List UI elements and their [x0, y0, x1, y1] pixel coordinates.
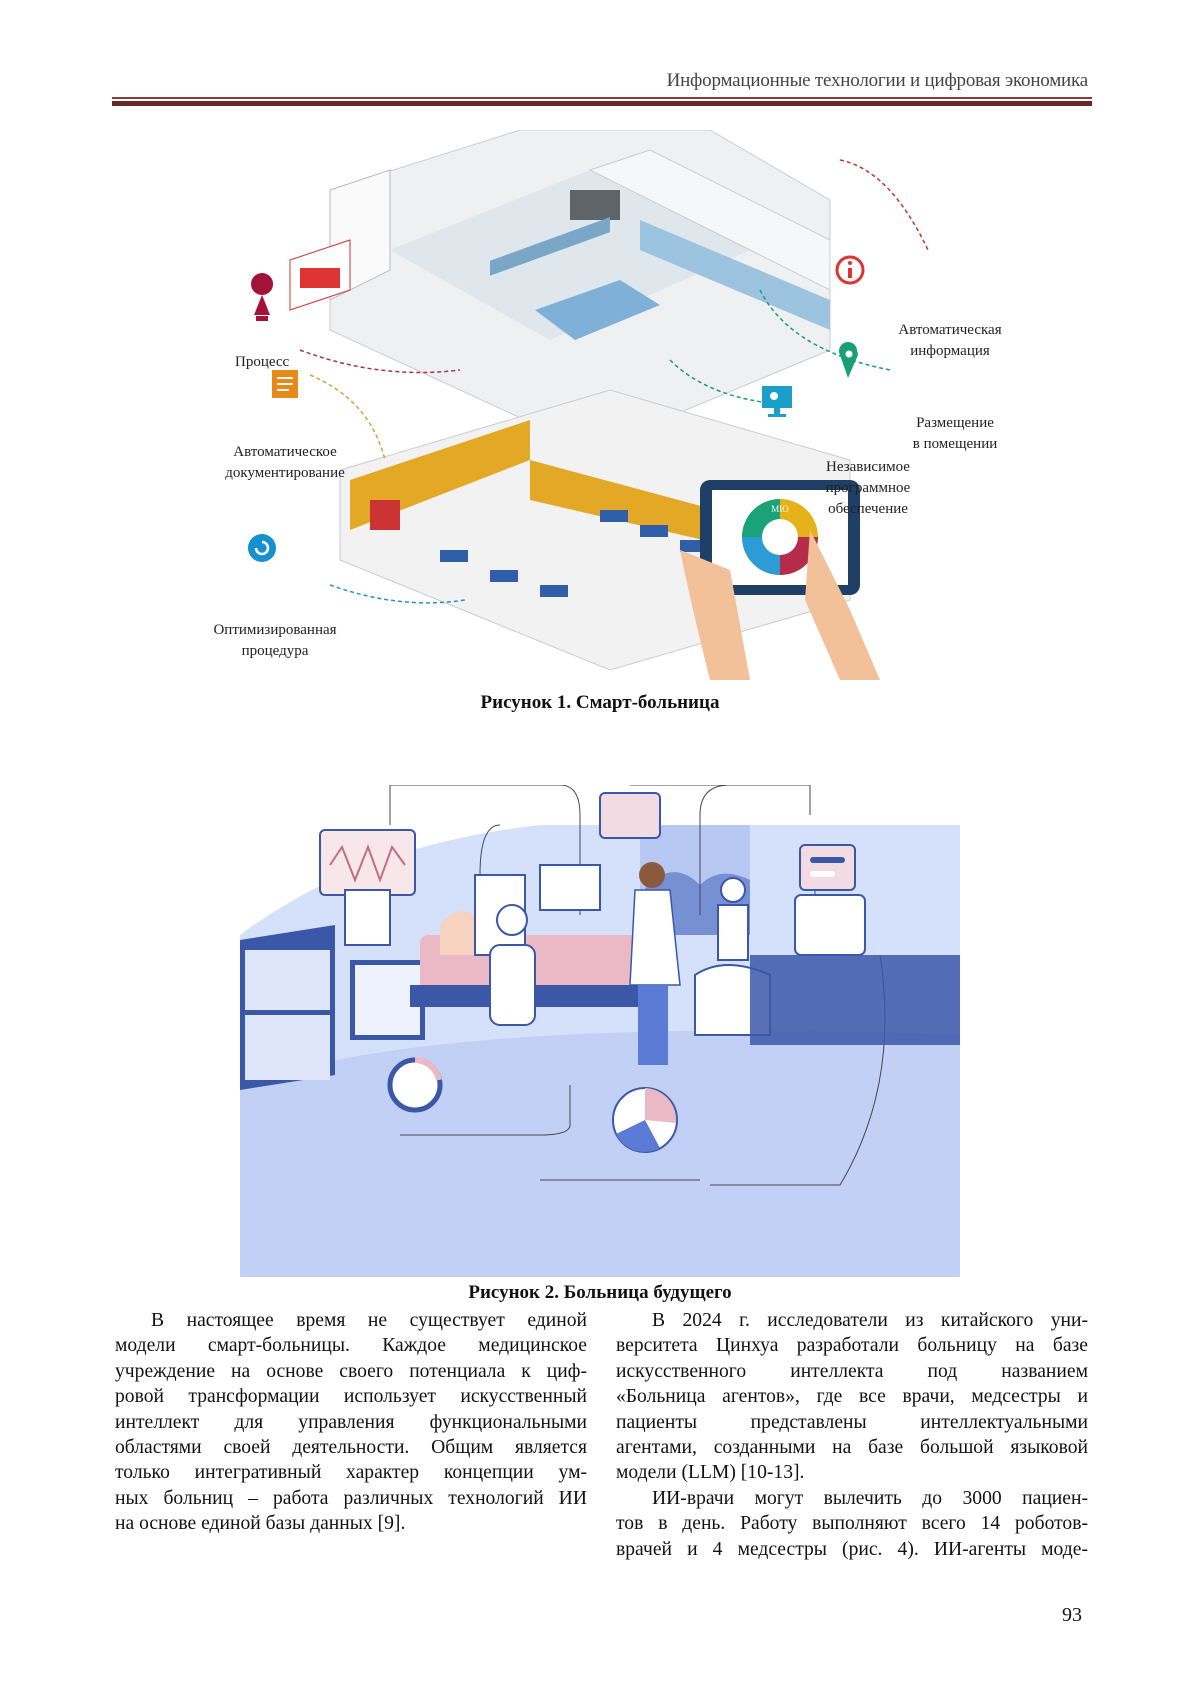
refresh-icon — [248, 534, 276, 562]
body-column-right: В 2024 г. исследователи из китайского ун… — [616, 1308, 1088, 1562]
text-line: модели смарт-больницы. Каждое медицинско… — [115, 1335, 587, 1357]
text-line: тов в день. Работу выполняют всего 14 ро… — [616, 1513, 1088, 1535]
smart-hospital-illustration: MIO — [248, 129, 929, 680]
text-line: искусственного интеллекта под названием — [616, 1360, 1088, 1382]
info-icon — [835, 255, 865, 285]
header-rule-thick — [112, 101, 1092, 106]
page-number: 93 — [1062, 1604, 1082, 1626]
text-line: В настоящее время не существует единой — [151, 1310, 587, 1331]
text-line: агентами, созданными на базе большой язы… — [616, 1436, 1088, 1458]
figure-2-caption: Рисунок 2. Больница будущего — [468, 1282, 732, 1303]
future-hospital-illustration — [240, 784, 960, 1277]
lightbulb-icon — [251, 273, 274, 321]
tablet-center-text: MIO — [771, 504, 789, 514]
text-line: «Больница агентов», где все врачи, медсе… — [616, 1386, 1088, 1408]
text-line: учреждение на основе своего потенциала к… — [115, 1360, 587, 1382]
text-line: ных больниц – работа различных технологи… — [115, 1487, 587, 1509]
text-line: только интегративный характер концепции … — [115, 1462, 587, 1484]
figure-1-caption: Рисунок 1. Смарт-больница — [480, 692, 720, 713]
body-column-left: В настоящее время не существует единой м… — [115, 1308, 587, 1537]
text-line: пациенты представлены интеллектуальными — [616, 1411, 1088, 1433]
text-line: областями своей деятельности. Общим явля… — [115, 1436, 587, 1458]
header-rule-thin — [112, 97, 1092, 99]
text-line: на основе единой базы данных [9]. — [115, 1513, 406, 1535]
label-process: Процесс — [235, 354, 290, 370]
location-pin-icon — [839, 342, 858, 380]
text-line: интеллект для управления функциональными — [115, 1411, 587, 1433]
text-line: модели (LLM) [10-13]. — [616, 1462, 805, 1484]
running-header: Информационные технологии и цифровая эко… — [666, 70, 1089, 91]
monitor-gears-icon — [762, 386, 792, 417]
text-line: ИИ-врачи могут вылечить до 3000 пациен- — [652, 1487, 1088, 1509]
text-line: В 2024 г. исследователи из китайского ун… — [652, 1310, 1088, 1331]
document-icon — [272, 370, 298, 398]
text-line: ровой трансформации использует искусстве… — [115, 1386, 587, 1408]
text-line: врачей и 4 медсестры (рис. 4). ИИ-агенты… — [616, 1538, 1088, 1560]
figure-2-future-hospital — [240, 784, 960, 1277]
text-line: верситета Цинхуа разработали больницу на… — [616, 1335, 1088, 1357]
